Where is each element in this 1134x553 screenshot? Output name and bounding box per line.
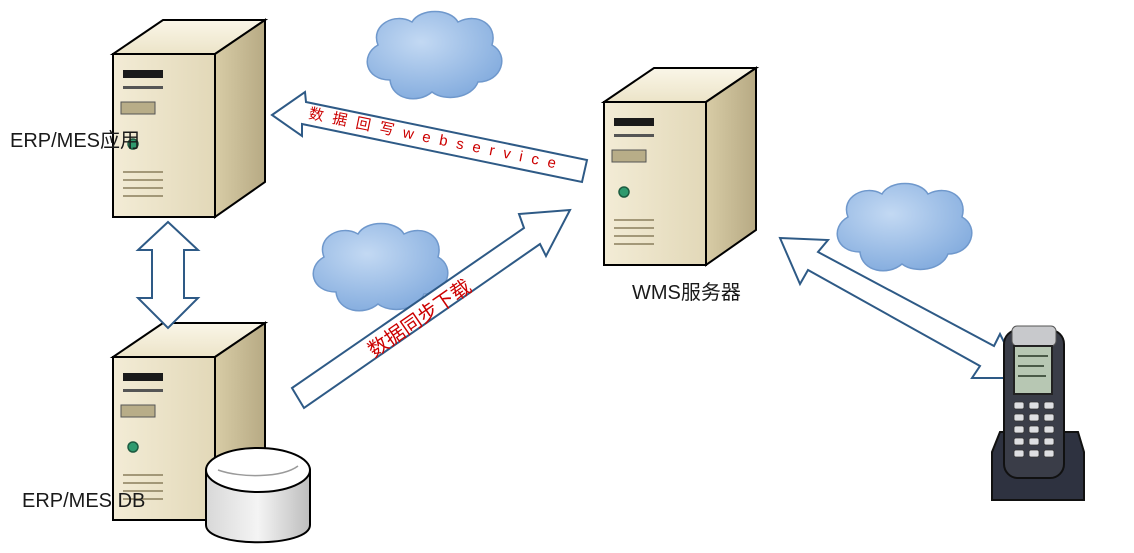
wms-label: WMS服务器 [632,282,741,304]
writeback-label: 数据回写webservice [307,105,566,174]
wms-server [603,67,757,266]
sync-download-arrow [290,208,572,410]
erp-db-label: ERP/MES DB [22,490,146,512]
writeback-arrow [270,90,589,184]
erp-app-label: ERP/MES应用 [10,130,141,152]
cloud-icon [836,182,973,272]
handheld-scanner-icon [991,325,1085,501]
database-icon [205,447,311,544]
erp-app-server [112,19,266,218]
app-db-double-arrow [135,220,201,330]
cloud-icon [366,10,503,100]
